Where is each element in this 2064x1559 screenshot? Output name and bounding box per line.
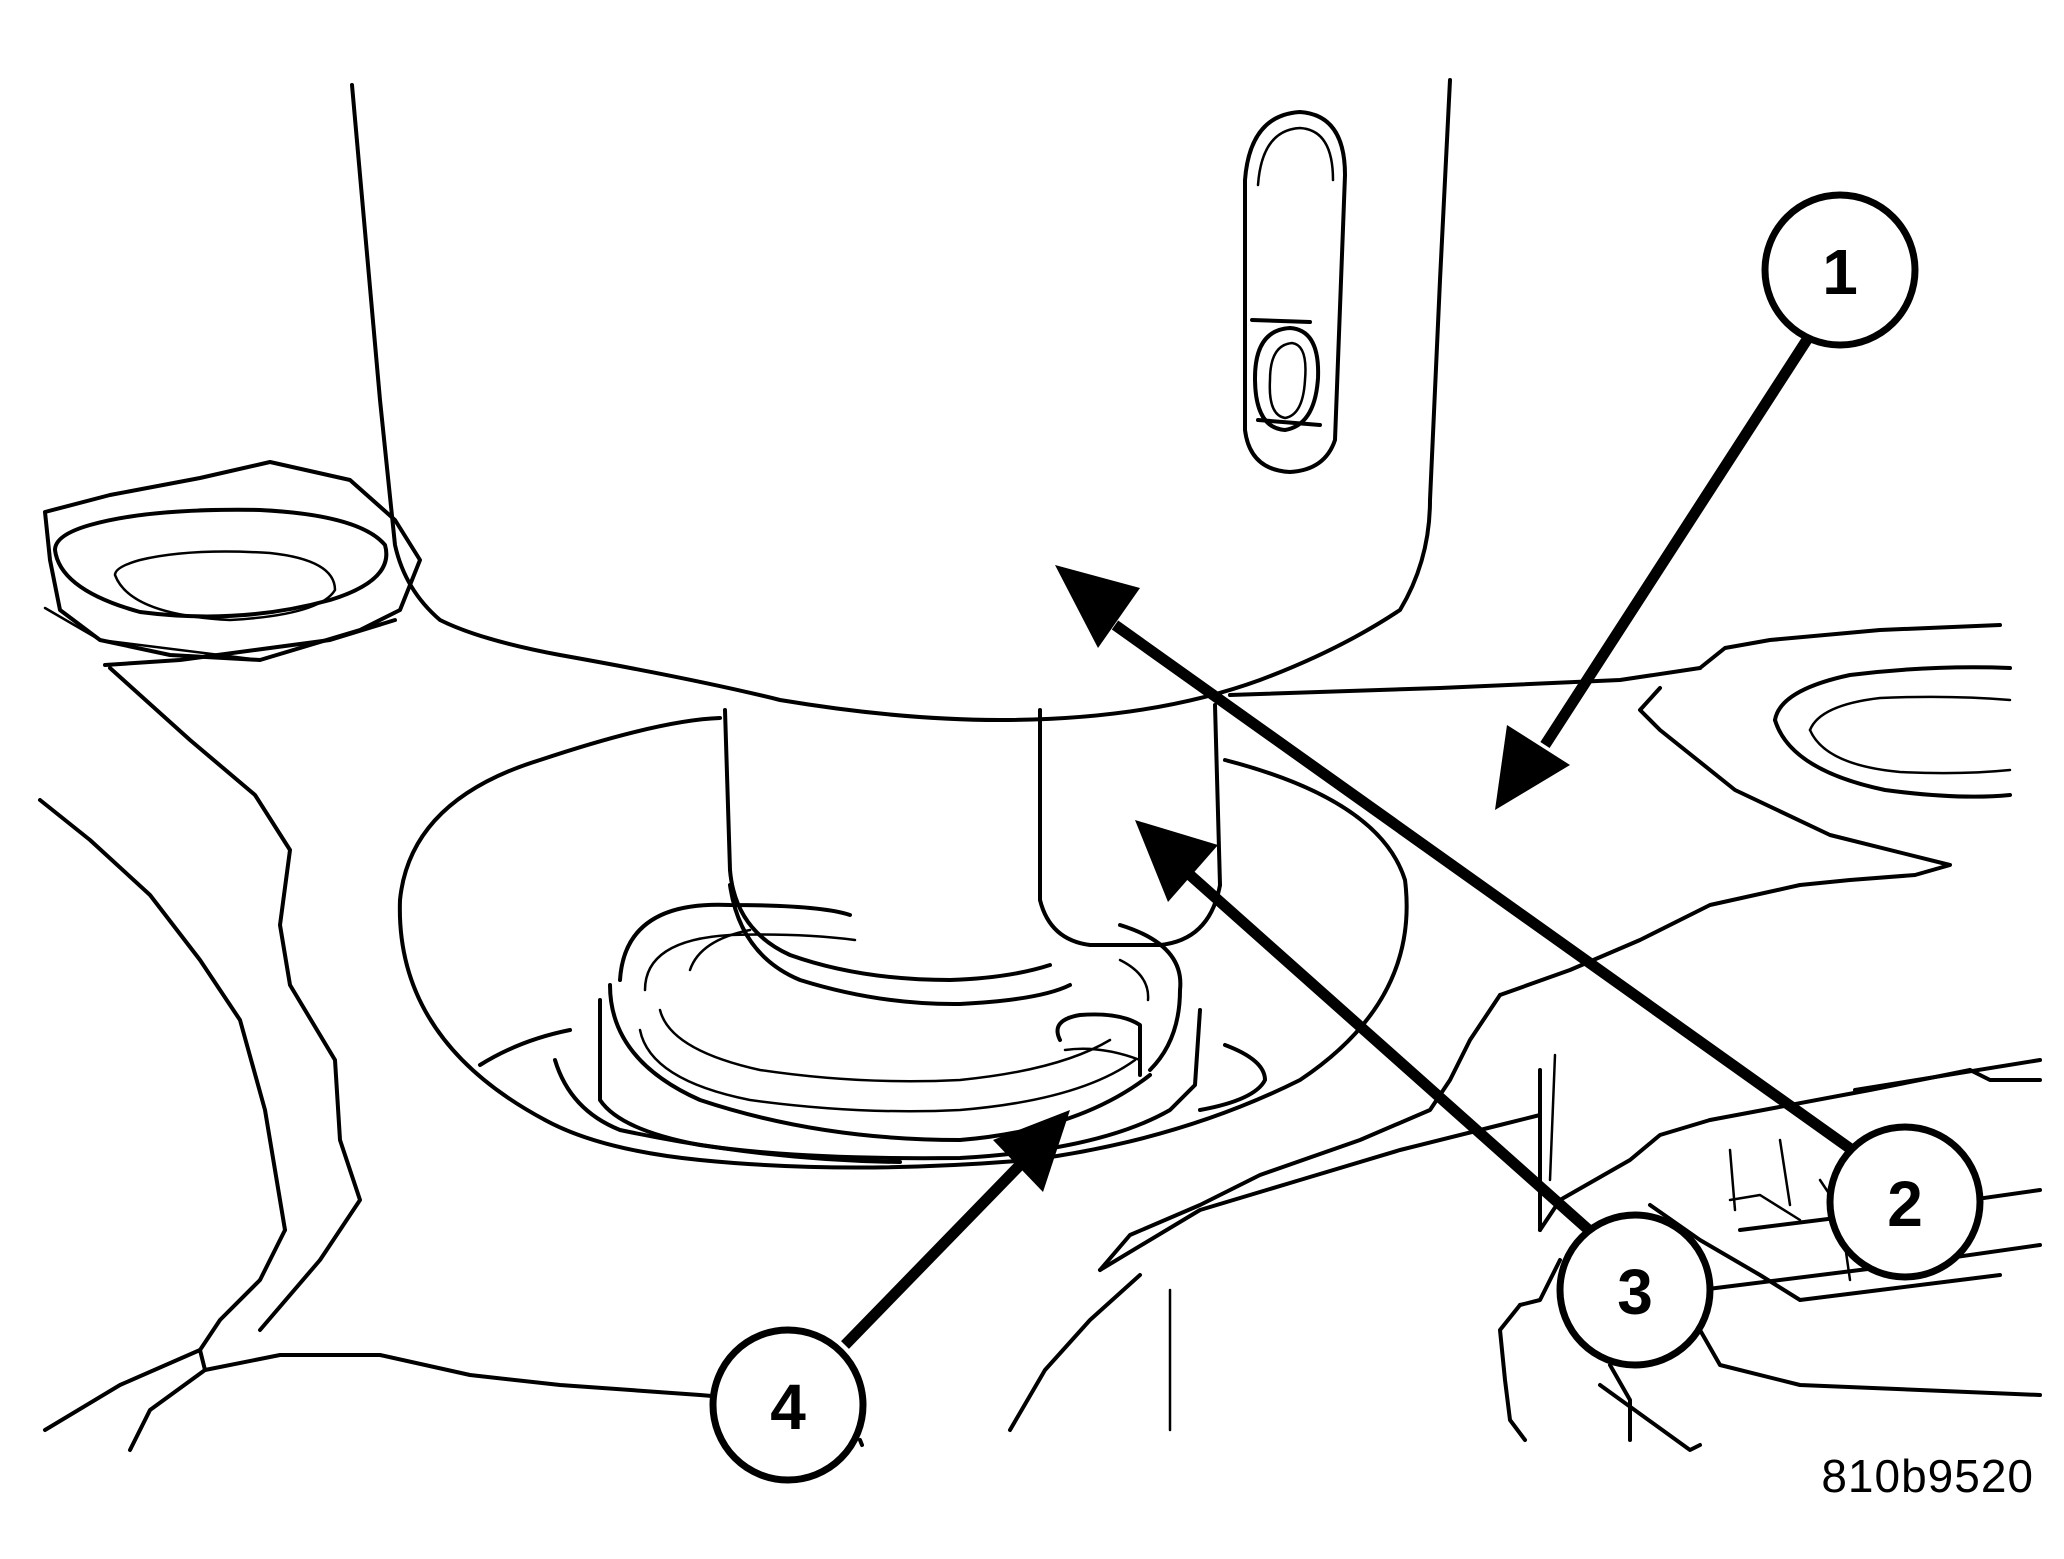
arrowhead-3 (1135, 820, 1218, 902)
callout-number-4: 4 (770, 1371, 806, 1443)
bore-and-seal (397, 716, 1409, 1170)
installer-tool (350, 78, 1452, 1007)
leader-line-1 (1540, 332, 1815, 748)
callout-circle-2 (1826, 1123, 1984, 1281)
leader-lines (841, 332, 1859, 1349)
callout-2: 2 (1826, 1123, 1984, 1281)
callout-3: 3 (1556, 1211, 1714, 1369)
leader-line-4 (841, 1161, 1024, 1349)
arrowhead-4 (993, 1110, 1070, 1192)
callout-circle-1 (1761, 191, 1919, 349)
callout-number-1: 1 (1822, 236, 1858, 308)
leader-line-3 (1186, 870, 1604, 1245)
figure-code: 810b9520 (1821, 1450, 2034, 1502)
arrowhead-2 (1055, 565, 1140, 648)
leader-line-2 (1111, 620, 1859, 1157)
callout-circle-4 (709, 1326, 867, 1484)
callout-number-2: 2 (1887, 1168, 1923, 1240)
callout-1: 1 (1761, 191, 1919, 349)
housing-casting (38, 460, 2042, 1452)
callout-4: 4 (709, 1326, 867, 1484)
arrowhead-1 (1495, 725, 1570, 810)
callout-number-3: 3 (1617, 1256, 1653, 1328)
callout-circle-3 (1556, 1211, 1714, 1369)
